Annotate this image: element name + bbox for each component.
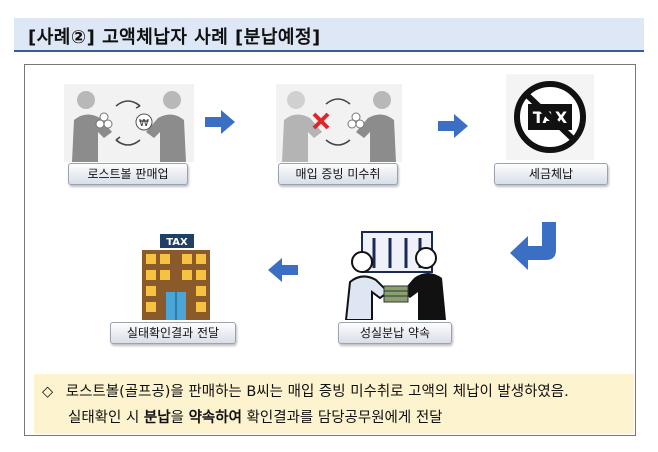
arrow-right-icon: [438, 114, 468, 138]
step-label-tax-arrears: 세금체납: [494, 163, 608, 185]
arrow-right-icon: [205, 110, 235, 134]
step-label-seller: 로스트볼 판매업: [68, 163, 188, 185]
curved-arrow-icon: [510, 222, 556, 270]
arrow-left-icon: [268, 258, 298, 282]
building-tax-sign: TAX: [166, 237, 188, 248]
step-label-no-receipt: 매입 증빙 미수취: [278, 163, 398, 185]
payment-promise-illustration: [344, 228, 448, 320]
red-x-icon: [312, 112, 330, 130]
seller-illustration: ₩: [64, 84, 194, 162]
description-line-1: ◇ 로스트볼(골프공)을 판매하는 B씨는 매입 증빙 미수취로 고액의 체납이…: [42, 384, 569, 400]
case-description-box: ◇ 로스트볼(골프공)을 판매하는 B씨는 매입 증빙 미수취로 고액의 체납이…: [34, 374, 634, 434]
page-title: [사례②] 고액체납자 사례 [분납예정]: [28, 27, 321, 48]
step-label-result-delivery: 실태확인결과 전달: [110, 322, 236, 344]
won-coin: ₩: [139, 118, 149, 129]
description-line-2: 실태확인 시 분납을 약속하여 확인결과를 담당공무원에게 전달: [68, 410, 443, 426]
diamond-bullet-icon: ◇: [42, 384, 54, 400]
no-receipt-illustration: [276, 84, 402, 162]
title-banner: [사례②] 고액체납자 사례 [분납예정]: [14, 18, 644, 52]
tax-office-building-icon: TAX: [142, 234, 210, 320]
step-label-installment-promise: 성실분납 약속: [338, 322, 452, 344]
no-tax-icon: TAX: [506, 74, 594, 160]
